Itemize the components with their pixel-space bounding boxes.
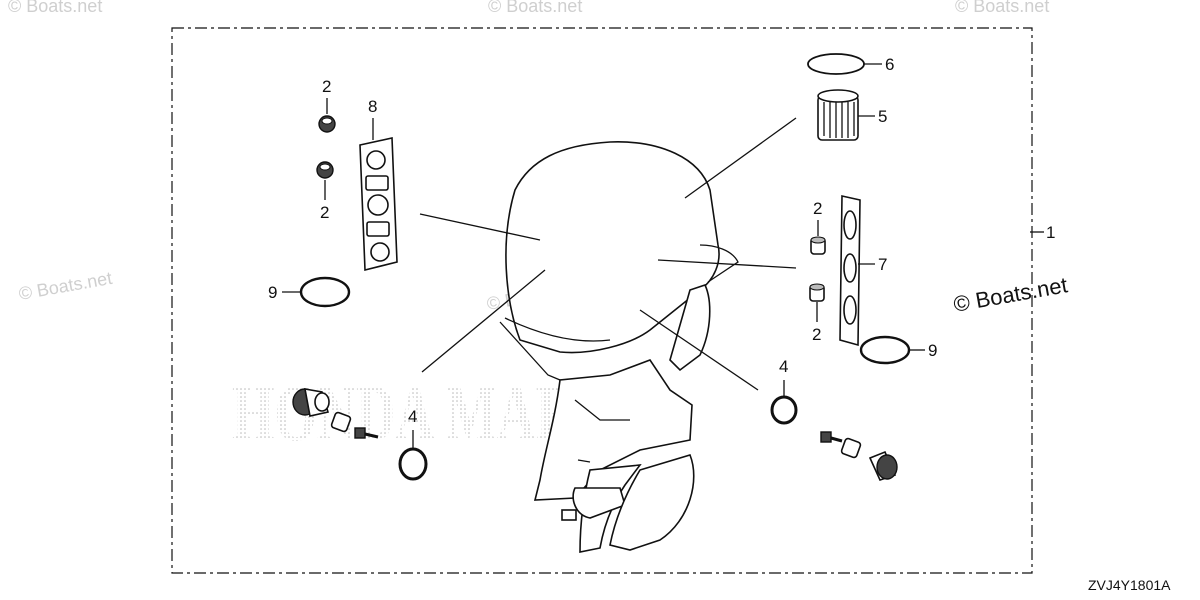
watermark-top-right: © Boats.net [955,0,1049,16]
bolt-left [354,427,379,439]
callout-5: 5 [878,107,887,126]
part-5-fuel-filter [817,89,859,141]
watermark-left: © Boats.net [17,268,113,304]
callout-2-right-top: 2 [813,199,822,218]
callout-9-left: 9 [268,283,277,302]
part-2-grommet-right-bottom [809,283,825,302]
callout-2-left-bottom: 2 [320,203,329,222]
part-6-o-ring [807,53,865,75]
drain-plug-left [292,388,330,417]
callout-1: 1 [1046,223,1055,242]
callout-2-left-top: 2 [322,77,331,96]
outboard-motor-illustration [499,141,739,553]
part-2-grommet-right-top [810,236,826,255]
callout-7: 7 [878,255,887,274]
part-2-grommet-left-top [318,115,336,133]
part-9-o-ring-right [859,335,911,365]
callout-2-right-bottom: 2 [812,325,821,344]
kit-frame [171,27,1033,574]
watermark-right: © Boats.net [952,272,1070,317]
callout-4-right: 4 [779,357,788,376]
part-4-washer-left [398,447,428,481]
part-9-o-ring-left [299,276,351,308]
bolt-right [820,431,843,443]
callout-8: 8 [368,97,377,116]
watermark-top-left: © Boats.net [8,0,102,16]
part-7-gasket [839,195,861,347]
part-2-grommet-left-bottom [316,161,334,179]
part-4-washer-right [770,395,798,425]
spacer-left [330,411,352,433]
callout-6: 6 [885,55,894,74]
watermark-top: © Boats.net [488,0,582,16]
drain-plug-right [868,450,898,481]
part-8-gasket [359,137,398,272]
callout-4-left: 4 [408,407,417,426]
diagram-reference-code: ZVJ4Y1801A [1088,577,1171,593]
callout-9-right: 9 [928,341,937,360]
spacer-right [840,437,862,459]
